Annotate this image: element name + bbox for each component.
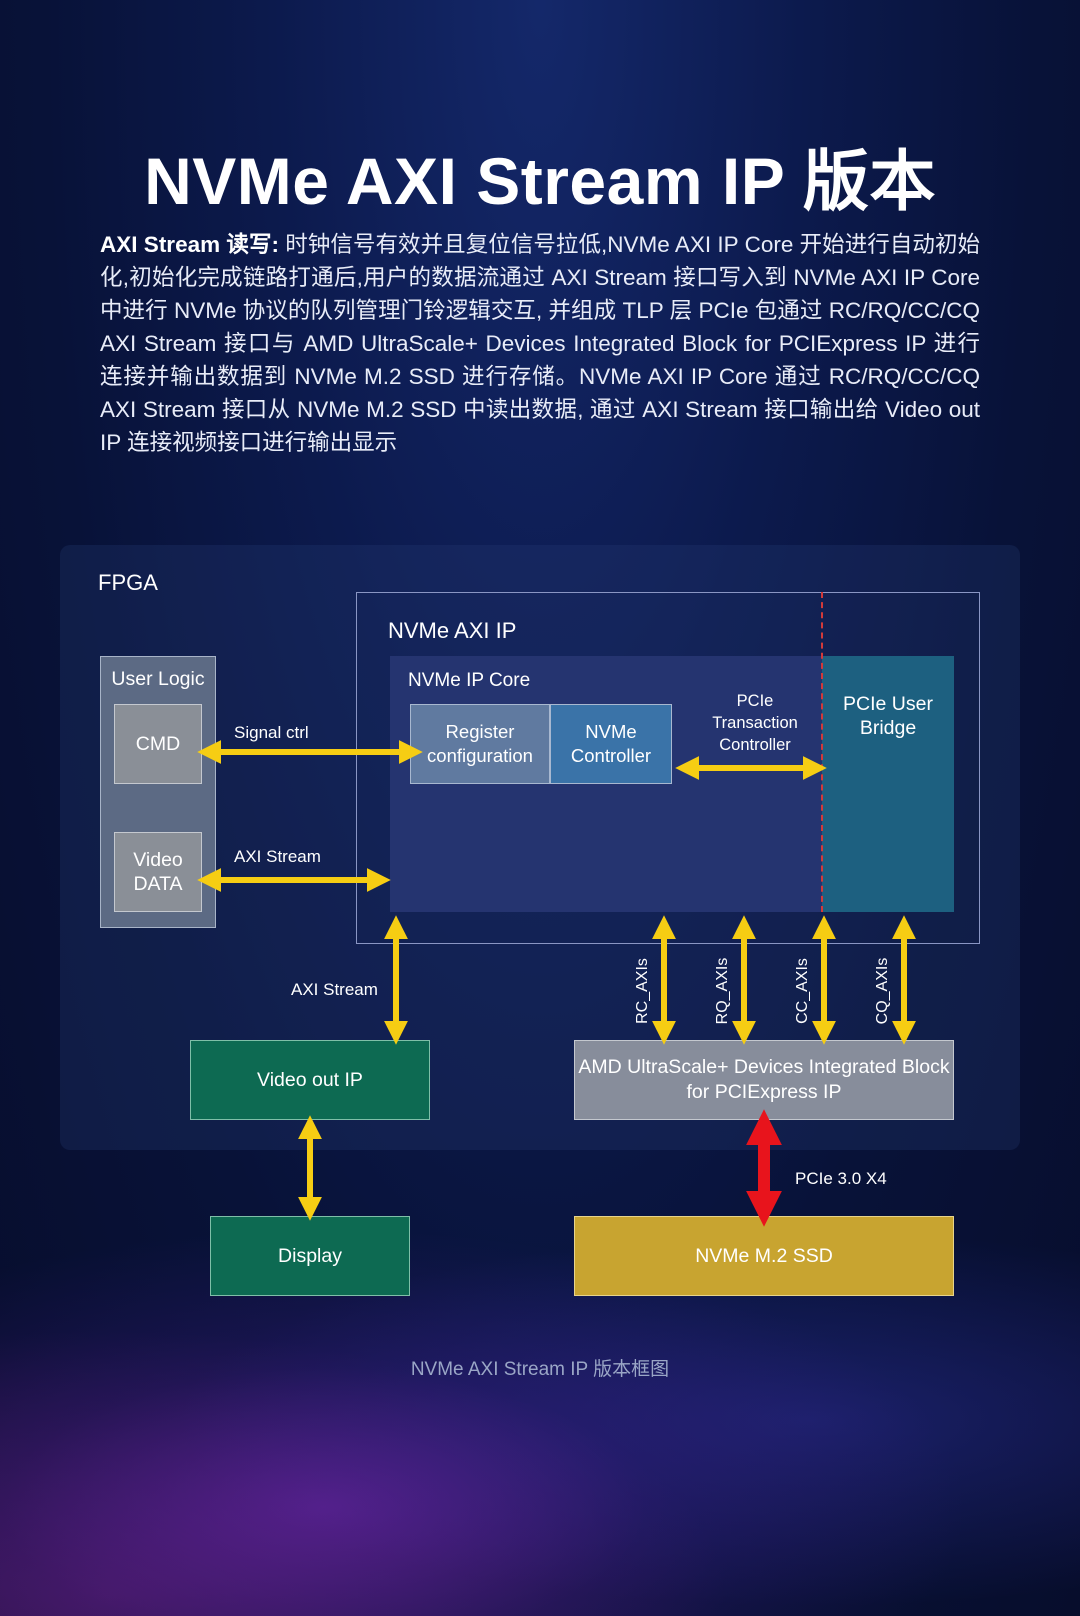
cmd-block: CMD: [114, 704, 202, 784]
diagram-caption: NVMe AXI Stream IP 版本框图: [410, 1359, 670, 1380]
fpga-label: FPGA: [98, 570, 158, 595]
description-lead: AXI Stream 读写:: [100, 232, 279, 257]
nvme-axi-ip-label: NVMe AXI IP: [388, 618, 517, 643]
register-configuration-block: Register configuration: [410, 704, 550, 784]
pcie-user-bridge-block: PCIe User Bridge: [822, 656, 954, 912]
description: AXI Stream 读写: 时钟信号有效并且复位信号拉低,NVMe AXI I…: [100, 228, 980, 459]
pcie-transaction-controller-label: PCIe Transaction Controller: [712, 692, 798, 754]
user-logic-label: User Logic: [111, 668, 205, 690]
axi-stream-user-label: AXI Stream: [234, 847, 321, 866]
nvme-controller-block: NVMe Controller: [550, 704, 672, 784]
nvme-ip-core-area: [390, 656, 822, 912]
axi-stream-video-label: AXI Stream: [291, 980, 378, 999]
signal-ctrl-label: Signal ctrl: [234, 723, 309, 742]
ip-boundary-dashed-line: [821, 592, 823, 912]
description-body: 时钟信号有效并且复位信号拉低,NVMe AXI IP Core 开始进行自动初始…: [100, 232, 980, 455]
pcie-link-label: PCIe 3.0 X4: [795, 1169, 887, 1188]
nvme-ip-core-label: NVMe IP Core: [408, 670, 531, 691]
amd-pcie-block: AMD UltraScale+ Devices Integrated Block…: [574, 1040, 954, 1120]
display-block: Display: [210, 1216, 410, 1296]
page-title: NVMe AXI Stream IP 版本: [144, 144, 936, 218]
